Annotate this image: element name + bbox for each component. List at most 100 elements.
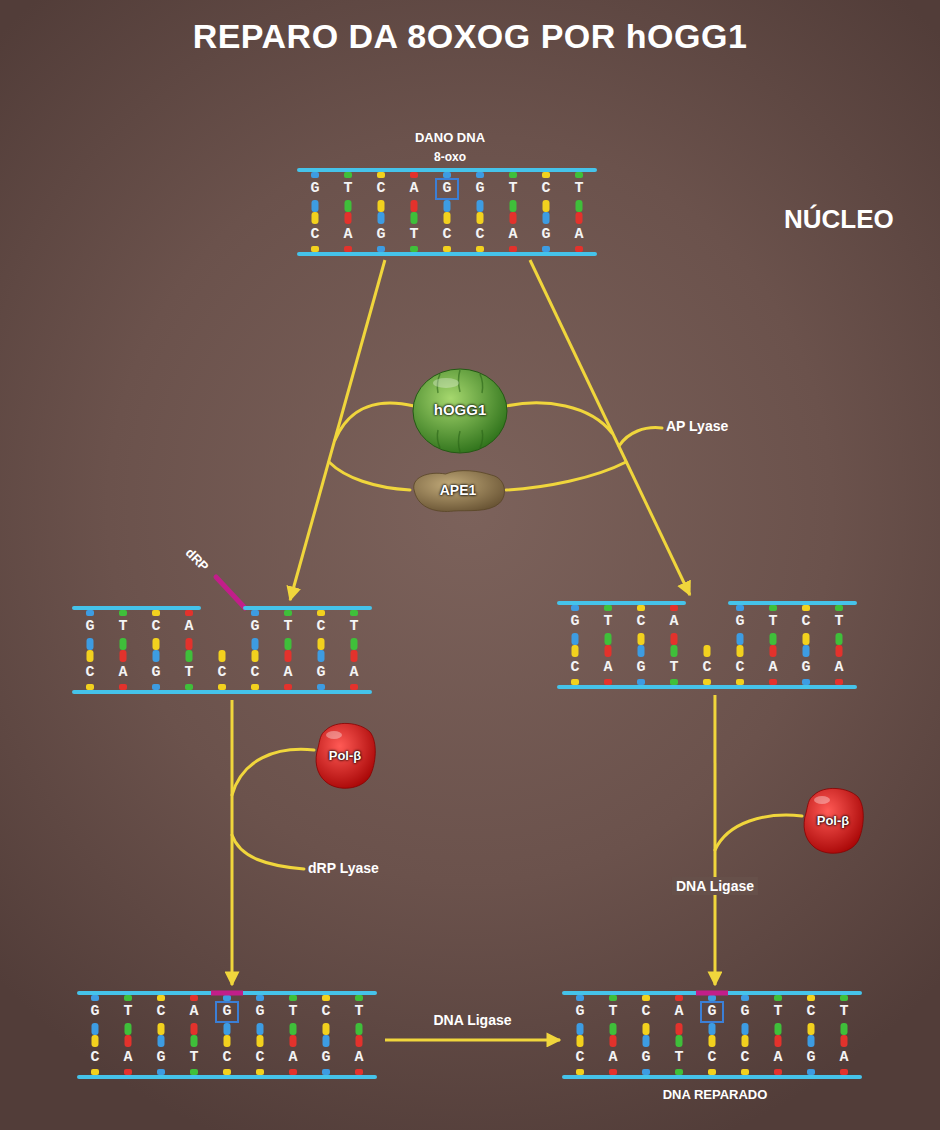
base-cap [86,684,94,690]
enzyme-shine [326,731,342,739]
dna-molecule: G T C A G G T C TC A G T C C A G A [75,985,385,1085]
base-peg [345,200,352,212]
base-cap [741,995,749,1001]
base-peg [87,650,94,662]
process-arrow [530,260,690,595]
base-peg [709,1035,716,1047]
base-peg [323,1023,330,1035]
dna-label: 8-oxo [295,149,605,165]
base-peg [285,650,292,662]
base-cap [670,679,678,685]
base-peg [676,1035,683,1047]
base-peg [257,1035,264,1047]
base-peg [742,1023,749,1035]
base-cap [344,172,352,178]
base-cap [637,605,645,611]
base-cap [571,605,579,611]
base-letters: C A G T C C A G A [576,1049,857,1067]
base-cap [840,995,848,1001]
base-peg [444,200,451,212]
base-cap [377,172,385,178]
base-letters: C A G T C C A G A [86,664,367,682]
base-cap [256,995,264,1001]
dna-backbone [299,168,595,172]
base-cap [91,1069,99,1075]
drp-stub [216,577,245,608]
edge-label: DNA Ligase [429,1011,515,1029]
drp-label: dRP [182,545,211,574]
base-peg [356,1023,363,1035]
base-peg [643,1023,650,1035]
base-peg [543,212,550,224]
enzyme-body [413,369,507,453]
base-peg [841,1023,848,1035]
base-cap [675,1069,683,1075]
base-cap [289,1069,297,1075]
base-peg [841,1035,848,1047]
base-peg [638,633,645,645]
base-cap [284,610,292,616]
process-arrow [290,260,385,600]
base-peg [290,1023,297,1035]
base-peg [638,645,645,657]
enzyme-link [506,462,626,490]
base-cap [840,1069,848,1075]
new-nucleotide-mark [696,991,728,996]
base-cap [675,995,683,1001]
base-cap [736,679,744,685]
base-cap [223,1069,231,1075]
base-letters: G T C A G G T C T [311,180,592,198]
base-peg [290,1035,297,1047]
base-cap [476,246,484,252]
base-letters: G T C A G G T C T [576,1003,857,1021]
base-peg [312,212,319,224]
base-peg [610,1023,617,1035]
base-cap [311,246,319,252]
base-cap [152,610,160,616]
base-peg [257,1023,264,1035]
base-letters: G T C T [736,613,852,631]
dna-backbone [564,1075,860,1079]
enzyme-shine [433,378,459,388]
base-peg [186,650,193,662]
base-letters: G T C A G G T C T [91,1003,372,1021]
enzyme-link [715,815,802,850]
base-peg [378,200,385,212]
dna-backbone [730,601,855,605]
base-cap [190,1069,198,1075]
base-peg [671,645,678,657]
base-cap [708,995,716,1001]
base-cap [86,610,94,616]
enzyme-body [316,723,375,788]
base-cap [317,610,325,616]
base-peg [775,1035,782,1047]
base-cap [576,995,584,1001]
enzyme-shape: hOGG1 [410,365,510,455]
base-cap [443,172,451,178]
base-letters: G T C A [86,618,202,636]
base-cap [609,995,617,1001]
base-peg [676,1023,683,1035]
base-peg [318,650,325,662]
base-cap [802,605,810,611]
base-cap [736,605,744,611]
base-peg [742,1035,749,1047]
base-cap [124,995,132,1001]
base-cap [124,1069,132,1075]
enzyme-link [506,403,612,433]
enzyme-lobe [480,374,483,393]
base-cap [609,1069,617,1075]
base-peg [153,650,160,662]
base-peg [285,638,292,650]
base-peg [704,645,711,657]
base-cap [185,684,193,690]
base-cap [807,1069,815,1075]
base-cap [157,995,165,1001]
base-peg [477,212,484,224]
dna-molecule: G T C A G G T C T C A G T C C A G A DNA RE… [560,985,870,1111]
base-letters: G T C T [251,618,367,636]
base-peg [671,633,678,645]
dna-label: DNA REPARADO [560,1087,870,1103]
base-peg [125,1035,132,1047]
dna-drawing [299,170,595,254]
